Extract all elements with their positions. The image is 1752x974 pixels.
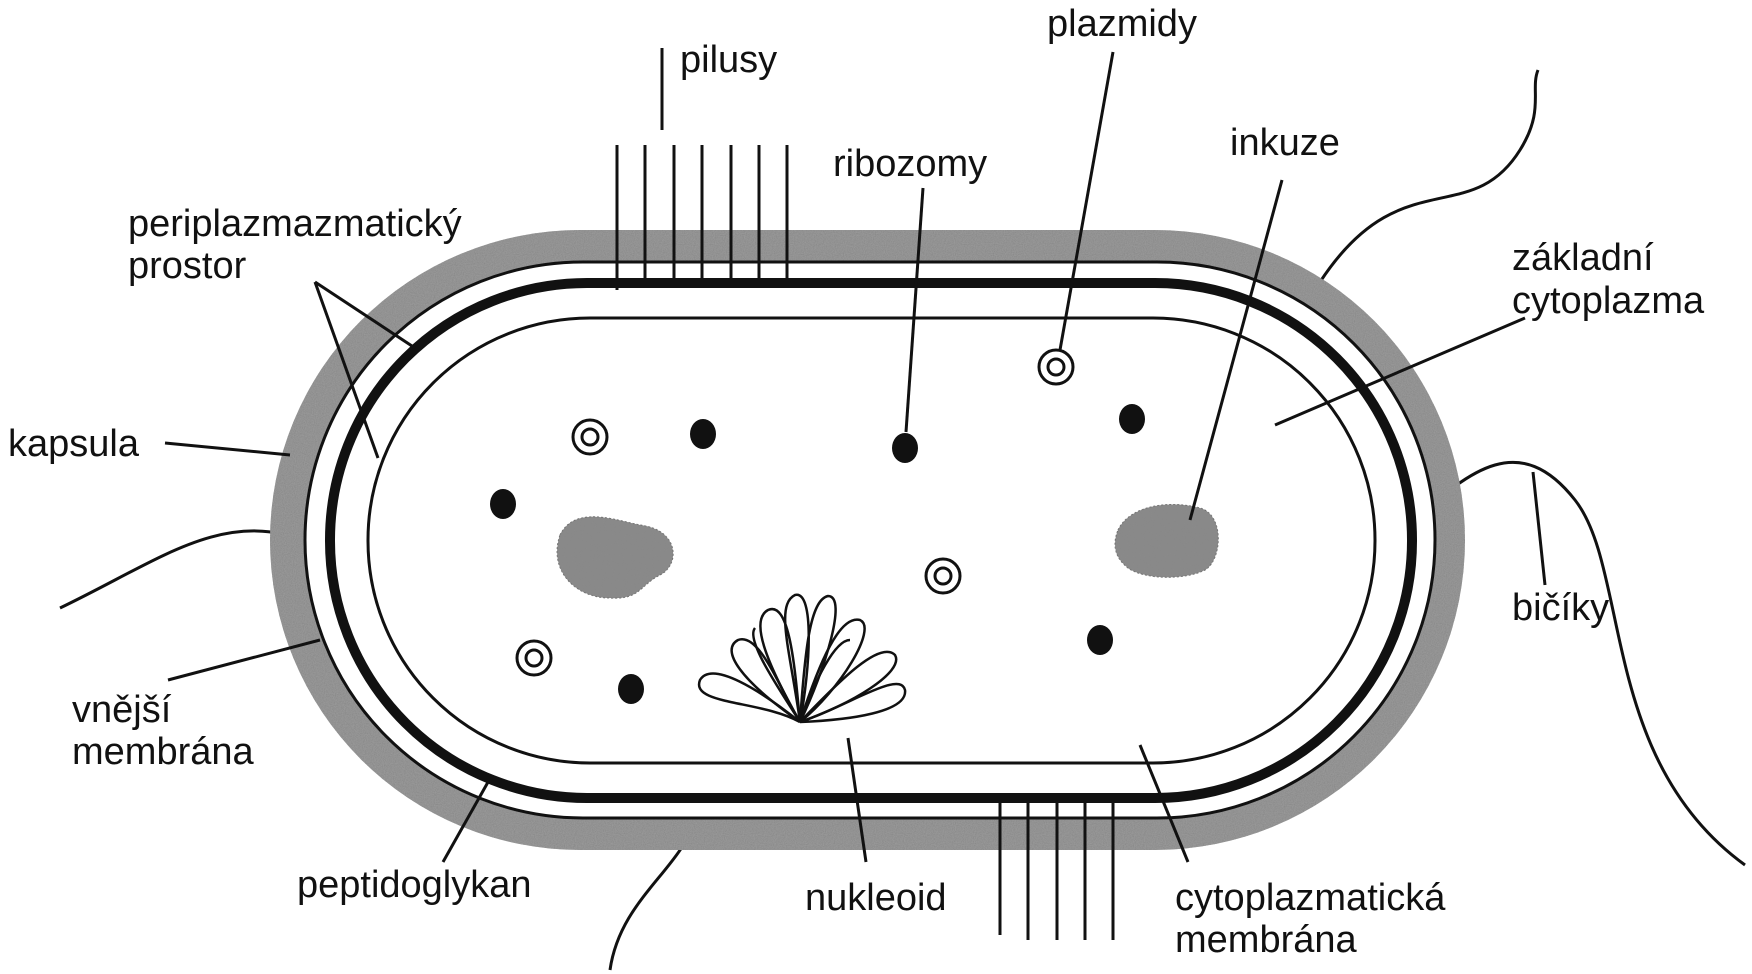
label-bicik: bičíky bbox=[1512, 587, 1609, 629]
label-periplazm-line2: prostor bbox=[128, 245, 247, 287]
label-periplazm-line1: periplazmazmatický bbox=[128, 203, 462, 245]
flagellum-left bbox=[60, 531, 305, 608]
flagellum-top-right bbox=[1320, 70, 1538, 282]
label-cytoplazm-line1: cytoplazmatická bbox=[1175, 877, 1446, 919]
label-plazmidy: plazmidy bbox=[1047, 3, 1197, 45]
label-vnejsi-line2: membrána bbox=[72, 731, 254, 773]
label-vnejsi-line1: vnější bbox=[72, 689, 172, 731]
label-ribozomy: ribozomy bbox=[833, 143, 987, 185]
label-zakladni-line2: cytoplazma bbox=[1512, 280, 1705, 322]
label-zakladni-line1: základní bbox=[1512, 237, 1654, 279]
label-inkuze: inkuze bbox=[1230, 122, 1340, 164]
label-kapsula: kapsula bbox=[8, 423, 140, 465]
label-pilusy: pilusy bbox=[680, 39, 777, 81]
label-nukleoid: nukleoid bbox=[805, 877, 947, 919]
leader-kapsula bbox=[165, 443, 290, 455]
cytoplasmic-membrane bbox=[368, 318, 1375, 763]
label-peptidoglykan: peptidoglykan bbox=[297, 864, 532, 906]
label-cytoplazm-line2: membrána bbox=[1175, 919, 1357, 961]
leader-bicik bbox=[1533, 472, 1545, 585]
